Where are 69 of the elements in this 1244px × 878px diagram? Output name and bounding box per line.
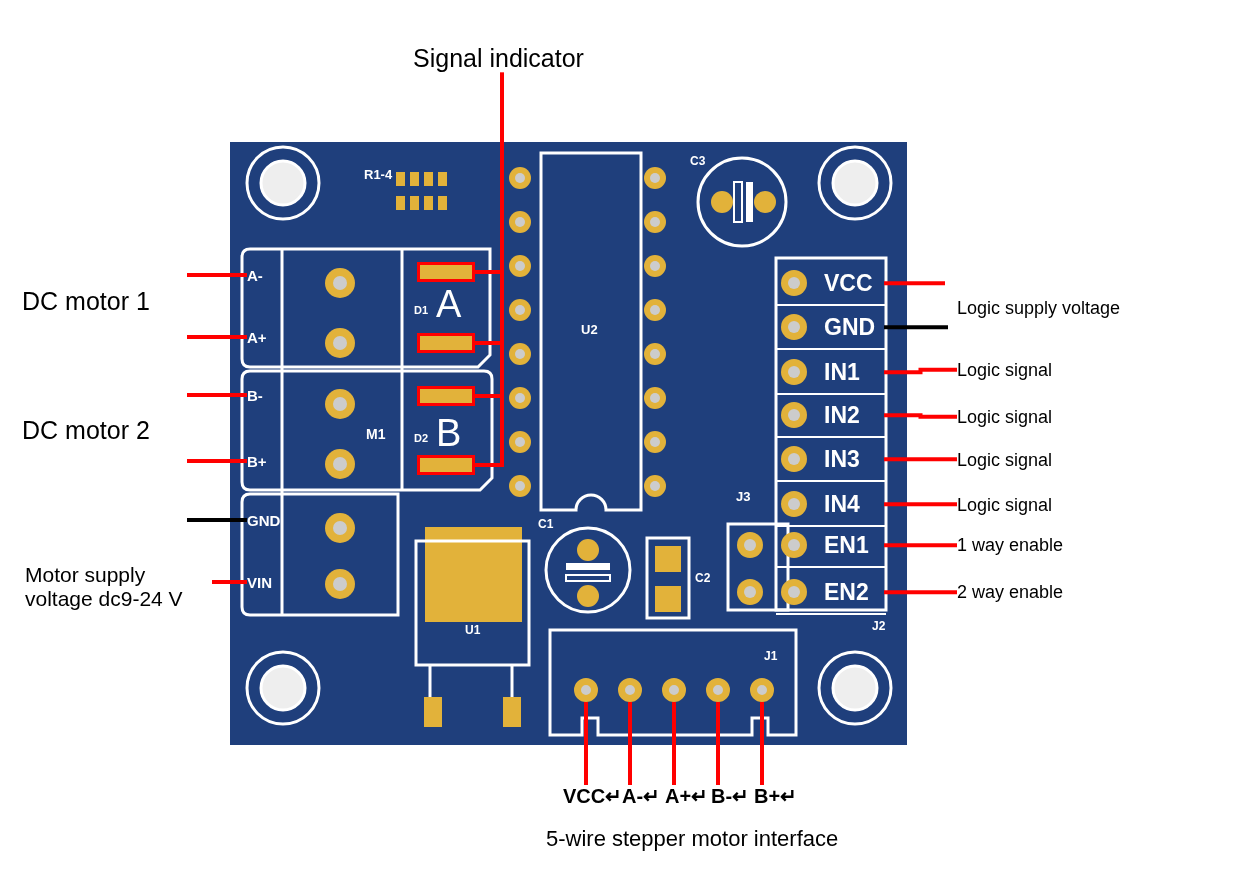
leader-line [187,518,247,523]
component-label: J1 [764,650,778,664]
component-label: B [436,412,462,456]
pin-label: VCC [824,270,884,297]
leader-line [187,335,247,340]
component-label: J3 [736,490,751,505]
leader-line [672,702,676,785]
pin-label: B+ [247,452,267,470]
component-label: D1 [414,304,429,317]
leader-line [884,502,957,507]
component-label: C2 [695,572,711,586]
component-label: R1-4 [364,168,393,183]
leader-line [212,580,247,585]
pin-label: IN2 [824,402,884,429]
leader-line [884,590,957,595]
callout-label: Logic signal [957,494,1053,516]
component-label: M1 [366,426,386,443]
caption-label: 5-wire stepper motor interface [546,826,839,852]
component-label: C3 [690,155,706,169]
component-label: U1 [465,624,481,638]
pin-label: EN2 [824,579,884,606]
pin-label: IN1 [824,359,884,386]
pin-label: A+↵ [665,785,709,808]
leader-line [584,702,588,785]
led-pad [417,333,475,353]
component-label: D2 [414,432,429,445]
leader-line [187,393,247,398]
pin-label: B+↵ [754,785,798,808]
leader-line [884,413,957,419]
leader-line [475,72,504,467]
leader-line [187,459,247,464]
callout-label: 1 way enable [957,534,1064,556]
pin-label: EN1 [824,532,884,559]
callout-label: Logic signal [957,449,1053,471]
callout-label: Logic supply voltage [957,298,1121,319]
leader-line [884,543,957,548]
callout-label: Signal indicator [413,44,584,73]
pin-label: VCC↵ [563,785,623,808]
leader-line [187,273,247,278]
component-label: C1 [538,518,554,532]
leader-line [760,702,764,785]
led-pad [417,455,475,475]
pin-label: A- [247,266,263,284]
callout-label: 2 way enable [957,581,1064,603]
pin-label: B- [247,386,263,404]
component-label: A [436,283,462,327]
pin-label: GND [247,511,281,529]
leader-line [716,702,720,785]
pin-label: IN4 [824,491,884,518]
callout-label: DC motor 2 [22,416,150,445]
led-pad [417,386,475,406]
callout-label: DC motor 1 [22,287,150,316]
pin-label: IN3 [824,446,884,473]
callout-label: Logic signal [957,406,1053,428]
leader-line [884,325,948,330]
leader-line [884,367,957,375]
callout-label: Motor supply voltage dc9-24 V [25,563,184,612]
pin-label: GND [824,314,884,341]
component-label: J2 [872,620,886,634]
leader-line [884,457,957,462]
callout-label: Logic signal [957,359,1053,381]
pin-label: A-↵ [622,785,661,808]
component-label: U2 [581,323,598,338]
pin-label: B-↵ [711,785,750,808]
leader-line [628,702,632,785]
led-pad [417,262,475,282]
pin-label: A+ [247,328,267,346]
leader-line [884,281,945,286]
pin-label: VIN [247,573,272,591]
